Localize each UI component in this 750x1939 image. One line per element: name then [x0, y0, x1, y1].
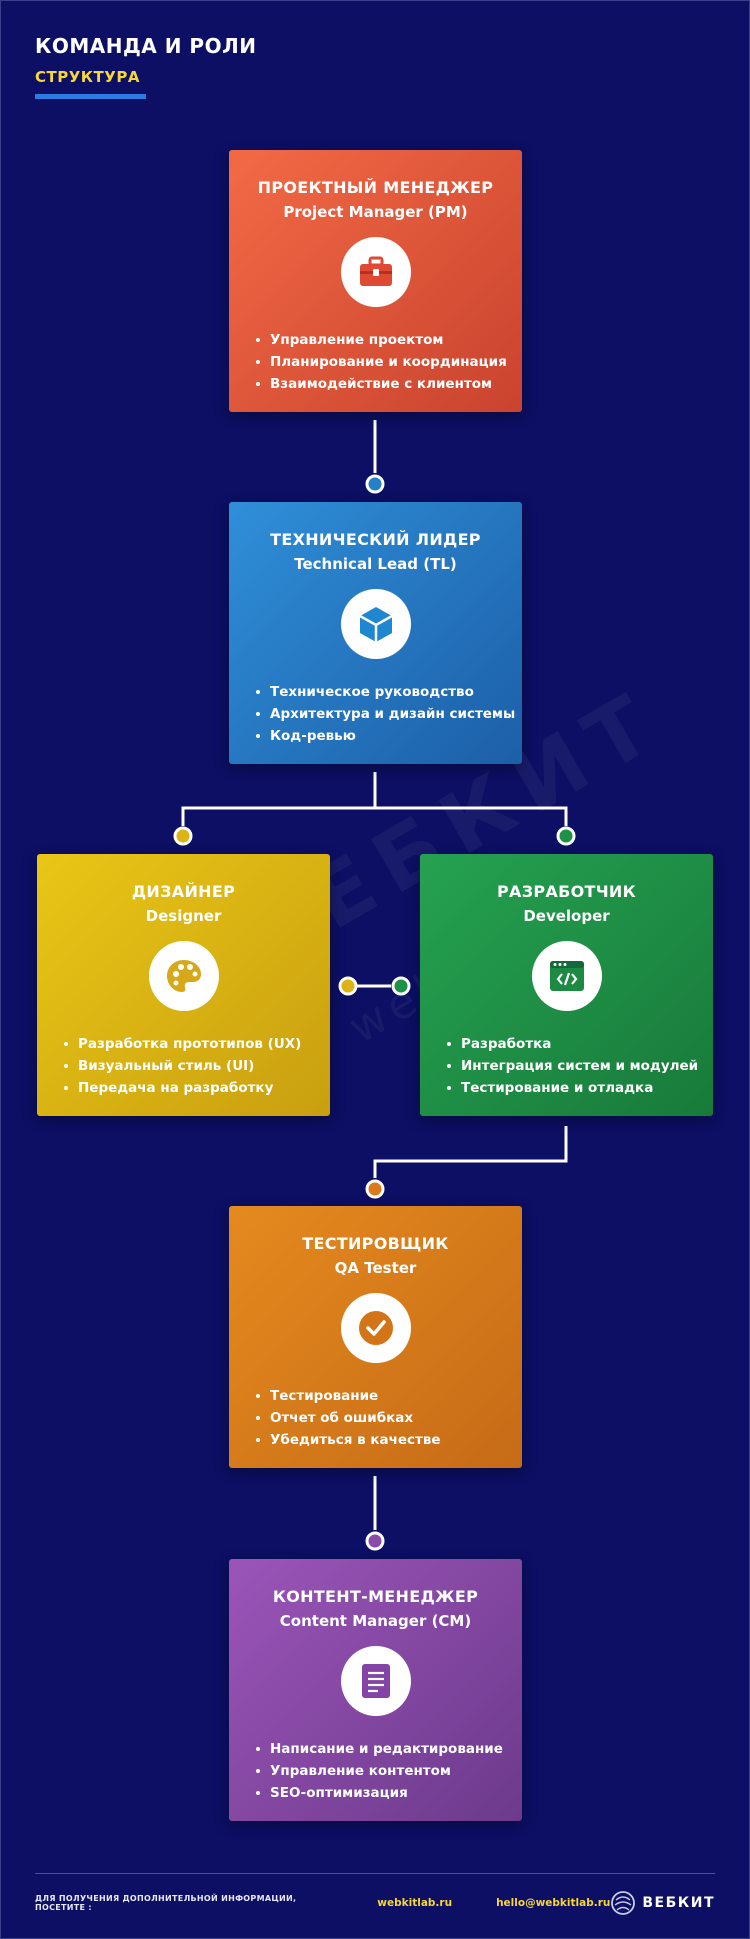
- connector-tl-dv: [375, 806, 568, 826]
- node-dot: [365, 1531, 385, 1551]
- footer-note: ДЛЯ ПОЛУЧЕНИЯ ДОПОЛНИТЕЛЬНОЙ ИНФОРМАЦИИ,…: [35, 1894, 297, 1912]
- duty-item: Тестирование: [256, 1385, 522, 1407]
- briefcase-icon: [340, 237, 411, 307]
- accent-bar: [35, 94, 146, 99]
- role-duties: Написание и редактирование Управление ко…: [256, 1738, 522, 1804]
- duty-item: Передача на разработку: [64, 1077, 330, 1099]
- page-title: КОМАНДА И РОЛИ: [35, 34, 257, 58]
- role-subtitle: QA Tester: [334, 1259, 417, 1277]
- palette-icon: [148, 941, 219, 1011]
- role-title: ПРОЕКТНЫЙ МЕНЕДЖЕР: [257, 178, 494, 197]
- role-card-designer: ДИЗАЙНЕР Designer Разработка прототипов …: [37, 854, 330, 1116]
- duty-item: Разработка прототипов (UX): [64, 1033, 330, 1055]
- footer-logo-text: ВЕБКИТ: [642, 1895, 715, 1911]
- duty-item: Техническое руководство: [256, 681, 522, 703]
- duty-item: Убедиться в качестве: [256, 1429, 522, 1451]
- duty-item: Архитектура и дизайн системы: [256, 703, 522, 725]
- node-dot: [365, 1179, 385, 1199]
- duty-item: Код-ревью: [256, 725, 522, 747]
- role-subtitle: Technical Lead (TL): [294, 555, 457, 573]
- footer-divider: [35, 1873, 715, 1874]
- node-dot: [173, 826, 193, 846]
- role-title: ТЕХНИЧЕСКИЙ ЛИДЕР: [270, 530, 481, 549]
- code-window-icon: [531, 941, 602, 1011]
- node-dot: [365, 474, 385, 494]
- role-duties: Тестирование Отчет об ошибках Убедиться …: [256, 1385, 522, 1451]
- footer-logo: ВЕБКИТ: [610, 1890, 715, 1916]
- role-duties: Разработка Интеграция систем и модулей Т…: [447, 1033, 713, 1099]
- duty-item: Написание и редактирование: [256, 1738, 522, 1760]
- role-card-pm: ПРОЕКТНЫЙ МЕНЕДЖЕР Project Manager (PM) …: [229, 150, 522, 412]
- role-title: ДИЗАЙНЕР: [131, 882, 236, 901]
- page-subtitle: СТРУКТУРА: [35, 68, 140, 86]
- duty-item: SEO-оптимизация: [256, 1782, 522, 1804]
- role-card-cm: КОНТЕНТ-МЕНЕДЖЕР Content Manager (CM) На…: [229, 1559, 522, 1821]
- duty-item: Тестирование и отладка: [447, 1077, 713, 1099]
- role-card-developer: РАЗРАБОТЧИК Developer Разработка Интегра…: [420, 854, 713, 1116]
- role-card-qa: ТЕСТИРОВЩИК QA Tester Тестирование Отчет…: [229, 1206, 522, 1468]
- node-dot: [556, 826, 576, 846]
- duty-item: Разработка: [447, 1033, 713, 1055]
- cube-icon: [340, 589, 411, 659]
- footer-email-link[interactable]: hello@webkitlab.ru: [496, 1897, 611, 1909]
- logo-icon: [611, 1891, 636, 1915]
- duty-item: Управление контентом: [256, 1760, 522, 1782]
- role-title: ТЕСТИРОВЩИК: [302, 1234, 449, 1253]
- connector-dv-qa: [373, 1126, 568, 1178]
- check-icon: [340, 1293, 411, 1363]
- connector-tl-ds: [181, 772, 377, 826]
- node-dot: [338, 976, 358, 996]
- duty-item: Отчет об ошибках: [256, 1407, 522, 1429]
- duty-item: Визуальный стиль (UI): [64, 1055, 330, 1077]
- node-dot: [391, 976, 411, 996]
- role-subtitle: Content Manager (CM): [279, 1612, 472, 1630]
- role-subtitle: Project Manager (PM): [283, 203, 468, 221]
- role-subtitle: Developer: [523, 907, 610, 925]
- footer-site-link[interactable]: webkitlab.ru: [377, 1897, 453, 1909]
- role-duties: Разработка прототипов (UX) Визуальный ст…: [64, 1033, 330, 1099]
- duty-item: Взаимодействие с клиентом: [256, 373, 522, 395]
- duty-item: Интеграция систем и модулей: [447, 1055, 713, 1077]
- header: КОМАНДА И РОЛИ СТРУКТУРА: [35, 34, 256, 99]
- duty-item: Планирование и координация: [256, 351, 522, 373]
- role-title: РАЗРАБОТЧИК: [497, 882, 636, 901]
- role-duties: Техническое руководство Архитектура и ди…: [256, 681, 522, 747]
- role-subtitle: Designer: [145, 907, 222, 925]
- duty-item: Управление проектом: [256, 329, 522, 351]
- role-card-tl: ТЕХНИЧЕСКИЙ ЛИДЕР Technical Lead (TL) Те…: [229, 502, 522, 764]
- role-title: КОНТЕНТ-МЕНЕДЖЕР: [272, 1587, 479, 1606]
- role-duties: Управление проектом Планирование и коорд…: [256, 329, 522, 395]
- document-icon: [340, 1646, 411, 1716]
- footer: ДЛЯ ПОЛУЧЕНИЯ ДОПОЛНИТЕЛЬНОЙ ИНФОРМАЦИИ,…: [35, 1888, 715, 1918]
